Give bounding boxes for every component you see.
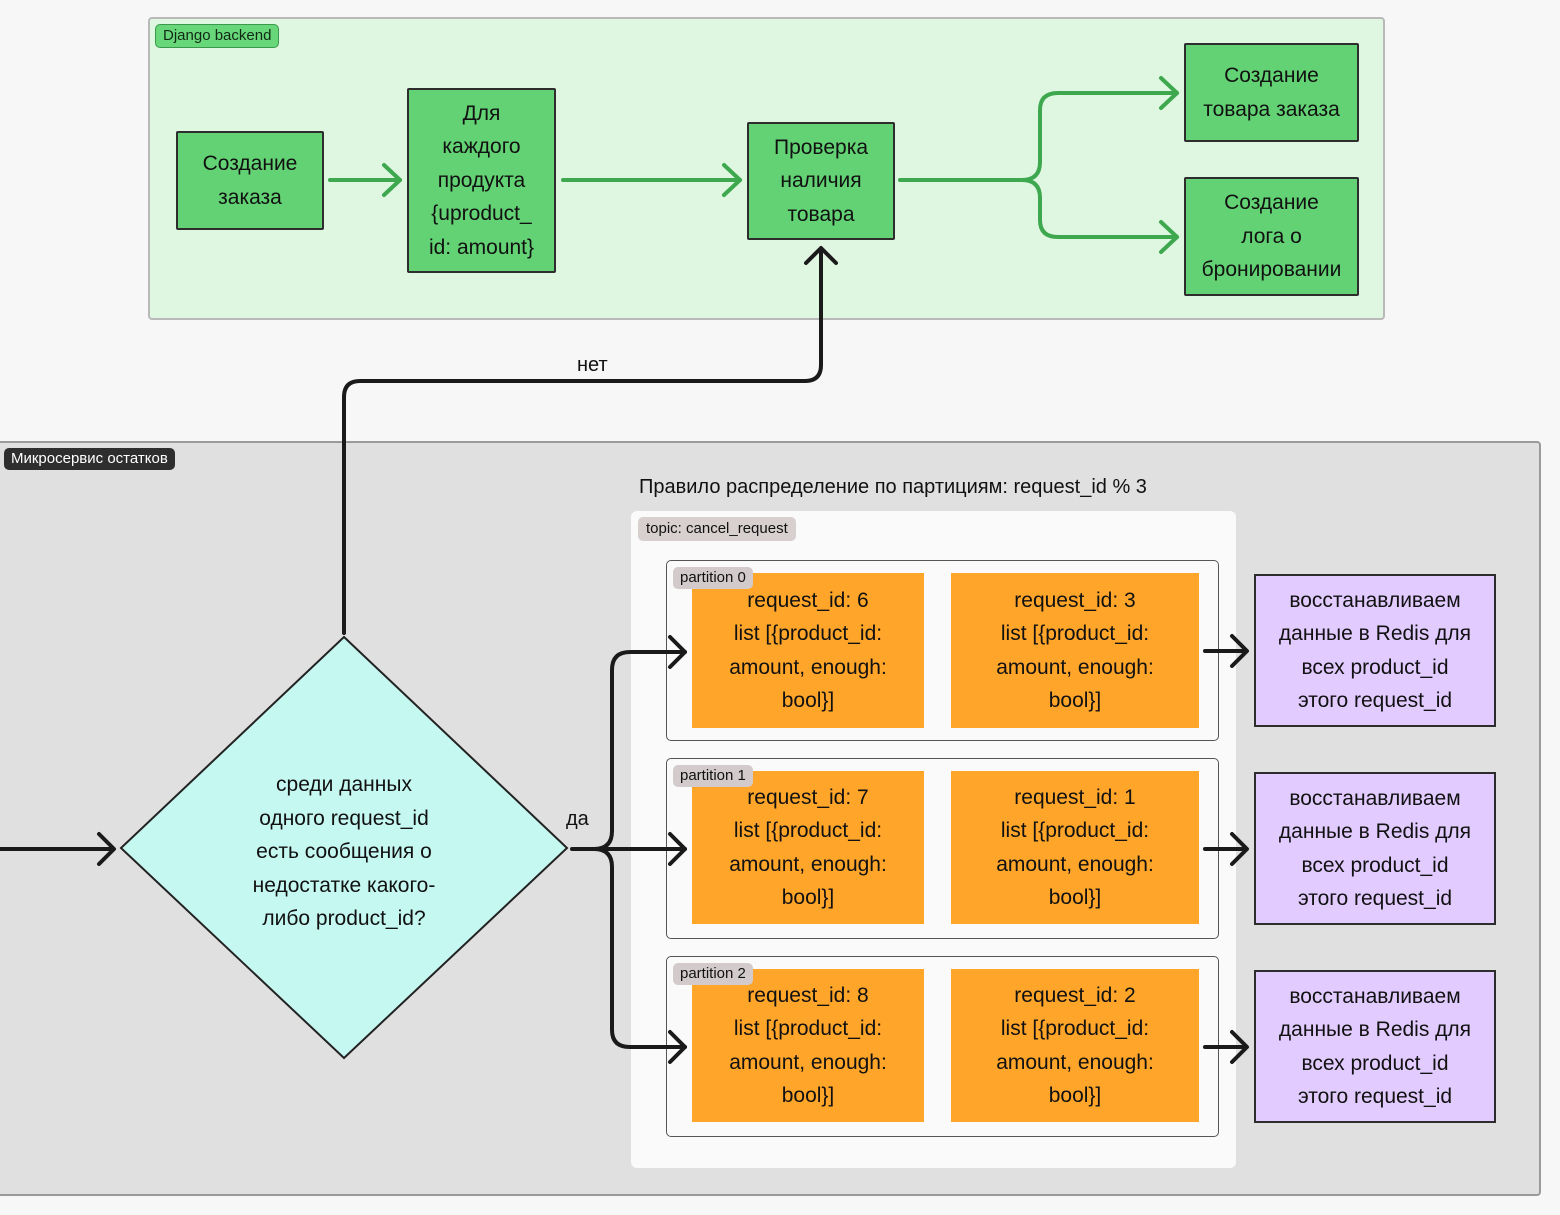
create-order-item-box[interactable]: Создание товара заказа [1184,43,1359,142]
message-box[interactable]: request_id: 6 list [{product_id: amount,… [692,573,924,728]
restore-redis-box[interactable]: восстанавливаем данные в Redis для всех … [1254,772,1496,925]
yes-branch-line [592,650,687,851]
yes-label: да [566,808,589,830]
partition-2-label: partition 2 [673,963,753,985]
create-reservation-log-box[interactable]: Создание лога о бронировании [1184,177,1359,296]
message-box[interactable]: request_id: 1 list [{product_id: amount,… [951,771,1199,924]
partition-rule-text: Правило распределение по партициям: requ… [639,476,1147,498]
arrow-line [1020,178,1179,239]
message-box[interactable]: request_id: 8 list [{product_id: amount,… [692,969,924,1122]
message-box[interactable]: request_id: 3 list [{product_id: amount,… [951,573,1199,728]
topic-label: topic: cancel_request [638,517,796,541]
create-order-box[interactable]: Создание заказа [176,131,324,230]
message-box[interactable]: request_id: 7 list [{product_id: amount,… [692,771,924,924]
message-box[interactable]: request_id: 2 list [{product_id: amount,… [951,969,1199,1122]
arrowhead-icon [722,163,742,197]
arrowhead-icon [1159,76,1179,110]
no-label: нет [577,354,608,376]
decision-diamond [119,635,569,1060]
django-backend-label: Django backend [155,24,280,48]
arrowhead-icon [668,1030,687,1064]
yes-branch-line [592,847,687,1049]
stock-microservice-label: Микросервис остатков [4,448,175,470]
no-branch-line [342,248,823,635]
arrowhead-icon [1230,1030,1249,1064]
arrowhead-icon [668,635,687,669]
partition-1-label: partition 1 [673,765,753,787]
arrowhead-icon [1230,634,1249,668]
arrowhead-icon [804,246,838,265]
arrowhead-icon [668,832,687,866]
arrowhead-icon [97,832,116,866]
restore-redis-box[interactable]: восстанавливаем данные в Redis для всех … [1254,970,1496,1123]
arrowhead-icon [382,163,402,197]
arrow-line [898,91,1179,182]
restore-redis-box[interactable]: восстанавливаем данные в Redis для всех … [1254,574,1496,727]
arrowhead-icon [1159,220,1179,254]
arrowhead-icon [1230,832,1249,866]
decision-text[interactable]: среди данных одного request_id есть сооб… [252,773,436,930]
check-availability-box[interactable]: Проверка наличия товара [747,122,895,240]
partition-0-label: partition 0 [673,567,753,589]
for-each-product-box[interactable]: Для каждого продукта {uproduct_ id: amou… [407,88,556,273]
